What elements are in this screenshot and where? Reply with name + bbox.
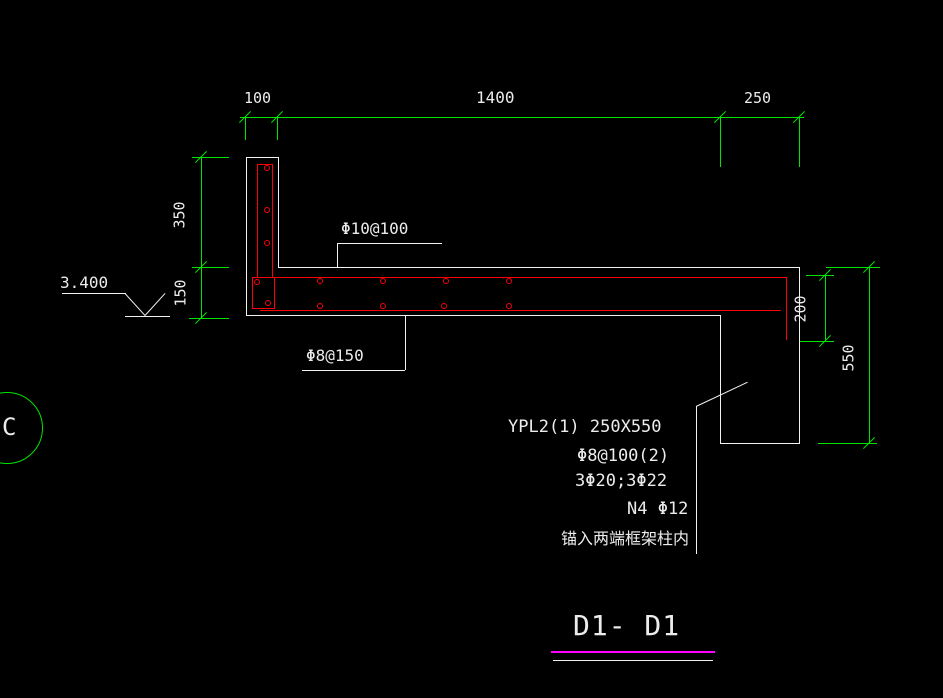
elevation-line [62,293,126,294]
left-dim-line [201,157,202,318]
top-dim-ext [277,117,278,140]
title-underline-magenta [551,651,715,653]
rebar-dot [264,165,270,171]
section-title: D1- D1 [573,609,681,642]
slab-rebar-top [252,277,787,278]
rebar-dot [443,278,449,284]
top-dim-ext [245,117,246,140]
elevation-triangle-right [144,292,166,316]
slab-top-rebar-label: Φ10@100 [341,219,409,238]
dim-550-line [869,267,870,443]
wall-rebar-top [257,164,273,165]
slab-outline-top [278,267,800,268]
dim-200: 200 [791,295,810,323]
slab-rebar-end-hook [786,277,787,340]
beam-outline-left [720,315,721,444]
dim-550-stub [818,443,877,444]
left-dim-stub [192,267,229,268]
note-line-2: Φ8@100(2) [577,446,670,466]
slab-bottom-rebar-label: Φ8@150 [306,346,364,365]
note-line-4: N4 Φ12 [627,499,689,519]
dim-200-stub [806,275,834,276]
wall-outline-top [246,157,279,158]
leader-line [302,370,405,371]
note-leader-vertical [696,406,697,554]
rebar-dot [254,279,260,285]
dim-200-stub [800,341,834,342]
rebar-dot [264,240,270,246]
leader-line [338,243,442,244]
wall-rebar-right [272,164,273,277]
rebar-dot [265,300,271,306]
note-line-5: 锚入两端框架柱内 [561,529,690,548]
rebar-dot [317,303,323,309]
leader-line [337,243,338,268]
rebar-dot [264,207,270,213]
top-dim-line [240,117,804,118]
top-dim-ext [720,117,721,167]
slab-rebar-bottom [260,310,781,311]
dim-150: 150 [171,279,190,307]
left-dim-stub [189,318,229,319]
rebar-dot [506,303,512,309]
note-leader-diagonal [695,381,748,407]
rebar-dot [380,303,386,309]
note-line-1: YPL2(1) 250X550 [508,417,662,437]
dim-1400: 1400 [476,88,515,107]
dim-550: 550 [839,344,858,372]
wall-outline-left [246,157,247,315]
leader-line [405,315,406,370]
left-dim-stub [192,157,229,158]
dim-250: 250 [744,89,772,107]
dim-350: 350 [170,201,189,229]
rebar-dot [380,278,386,284]
elevation-base-line [125,316,170,317]
elevation-value: 3.400 [60,273,109,292]
wall-rebar-left [257,164,258,277]
note-line-3: 3Φ20;3Φ22 [575,471,668,491]
elevation-triangle-left [124,293,146,317]
dim-550-stub [826,267,880,268]
title-underline-white [553,660,713,661]
beam-outline-bottom [720,443,800,444]
wall-outline-right [278,157,279,267]
rebar-dot [506,278,512,284]
rebar-dot [317,278,323,284]
slab-beam-outline-right [799,267,800,444]
dim-100: 100 [244,89,272,107]
top-dim-ext [799,117,800,167]
slab-outline-bottom [246,315,720,316]
axis-bubble-label: C [2,413,17,441]
dim-200-line [825,275,826,341]
rebar-dot [441,303,447,309]
